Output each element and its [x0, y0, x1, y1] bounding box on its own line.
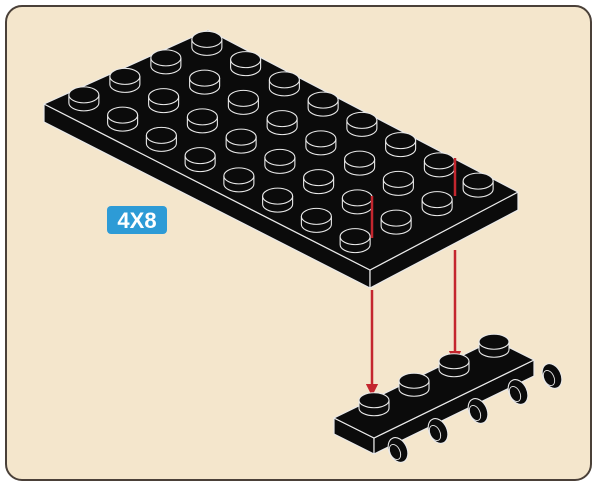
plate-stud — [224, 168, 254, 192]
plate-stud — [110, 68, 140, 92]
clip-plate-stud — [399, 373, 429, 396]
plate-stud — [342, 190, 372, 214]
part-size-label: 4X8 — [117, 208, 156, 233]
plate-stud — [304, 170, 334, 194]
plate-stud — [267, 111, 297, 135]
plate-stud — [228, 90, 258, 114]
clip-plate-stud — [439, 354, 469, 377]
plate-stud — [187, 109, 217, 133]
part-size-badge: 4X8 — [107, 206, 167, 234]
plate-stud — [463, 173, 493, 197]
plate-stud — [386, 133, 416, 157]
plate-stud — [185, 148, 215, 172]
plate-stud — [149, 89, 179, 113]
plate-stud — [340, 229, 370, 253]
plate-stud — [265, 149, 295, 173]
plate-stud — [69, 87, 99, 111]
plate-stud — [422, 192, 452, 216]
clip-plate-stud — [359, 393, 389, 416]
plate-stud — [383, 171, 413, 195]
plate-stud — [151, 50, 181, 74]
plate-stud — [269, 72, 299, 96]
plate-stud — [190, 70, 220, 94]
plate-stud — [345, 151, 375, 175]
plate-stud — [226, 129, 256, 153]
clip-plate-stud — [479, 334, 509, 357]
plate-stud — [263, 188, 293, 212]
plate-stud — [306, 131, 336, 155]
plate-stud — [301, 208, 331, 232]
plate-stud — [424, 153, 454, 177]
plate-stud — [347, 112, 377, 136]
plate-stud — [146, 127, 176, 151]
plate-stud — [308, 92, 338, 116]
plate-stud — [231, 52, 261, 76]
plate-stud — [381, 210, 411, 234]
plate-stud — [192, 31, 222, 55]
plate-stud — [108, 107, 138, 131]
